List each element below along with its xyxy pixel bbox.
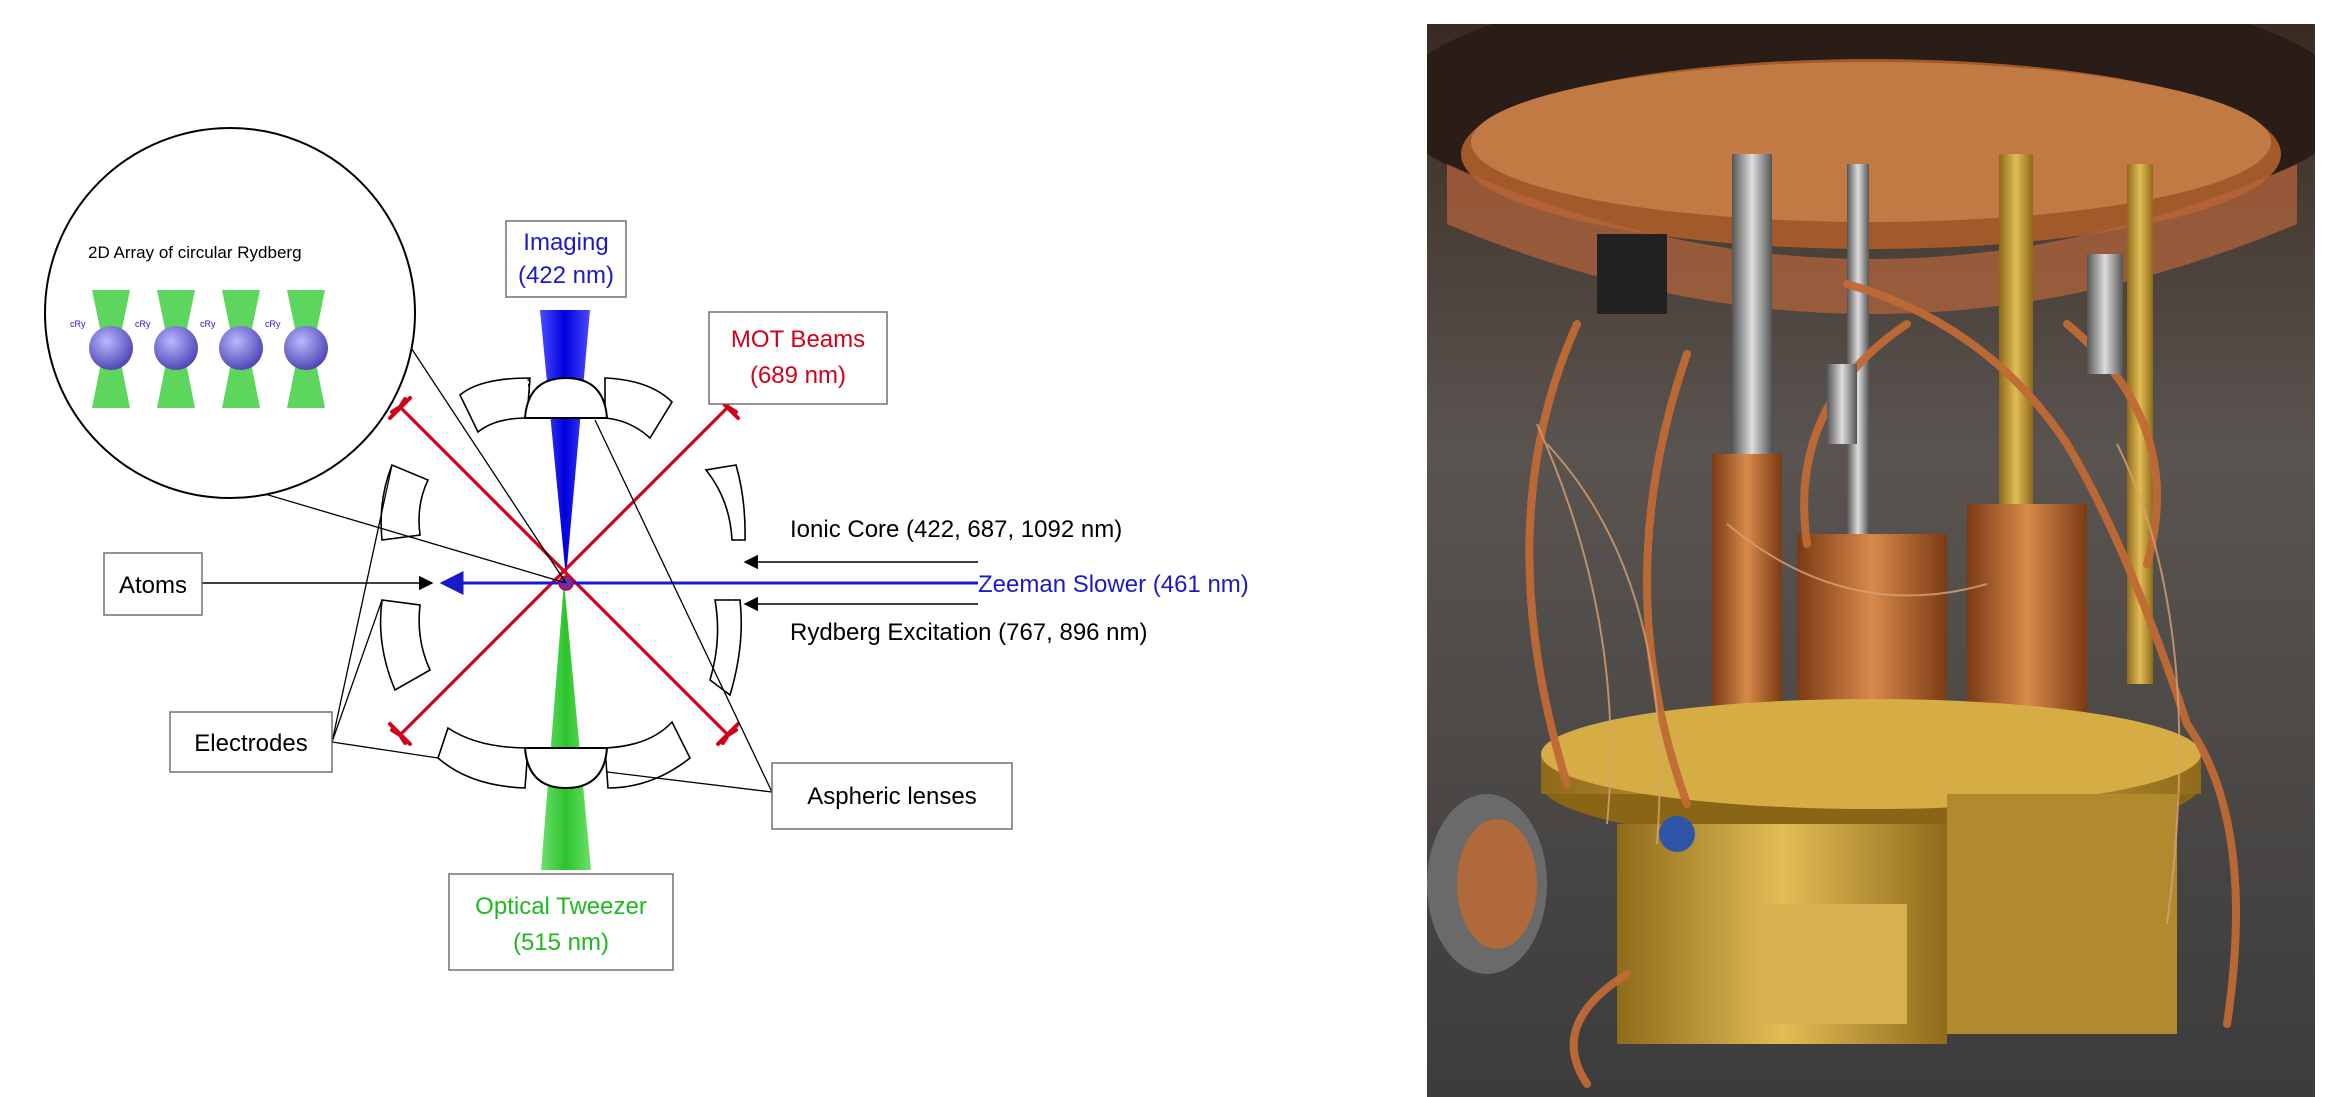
ionic-core-label: Ionic Core (422, 687, 1092 nm) bbox=[790, 516, 1122, 543]
electrode-top-right bbox=[604, 377, 674, 440]
imaging-label-1: Imaging bbox=[523, 229, 608, 256]
electrodes-box: Electrodes bbox=[169, 711, 333, 773]
tweezer-site-2: cRy bbox=[135, 290, 198, 408]
electrode-right-upper bbox=[704, 464, 746, 541]
svg-text:cRy: cRy bbox=[70, 319, 86, 329]
imaging-beam bbox=[540, 310, 590, 578]
zeeman-label: Zeeman Slower (461 nm) bbox=[978, 571, 1249, 598]
imaging-box: Imaging (422 nm) bbox=[505, 220, 627, 298]
mot-label-1: MOT Beams bbox=[731, 326, 865, 353]
aspheric-label: Aspheric lenses bbox=[807, 783, 976, 810]
imaging-label-2: (422 nm) bbox=[518, 262, 614, 289]
mot-beams bbox=[398, 405, 730, 737]
electrodes-label: Electrodes bbox=[194, 730, 307, 757]
svg-text:cRy: cRy bbox=[135, 319, 151, 329]
tweezer-site-4: cRy bbox=[265, 290, 328, 408]
rydberg-label: Rydberg Excitation (767, 896 nm) bbox=[790, 619, 1148, 646]
tweezer-label-1: Optical Tweezer bbox=[475, 893, 647, 920]
electrode-left-lower bbox=[379, 599, 432, 692]
electrode-right-lower bbox=[709, 599, 743, 697]
tweezer-site-3: cRy bbox=[200, 290, 263, 408]
tweezer-beam bbox=[541, 582, 591, 870]
electrodes-pointers bbox=[331, 464, 439, 759]
atoms-label: Atoms bbox=[119, 572, 187, 599]
atoms-box: Atoms bbox=[103, 552, 203, 616]
aspheric-lens-bottom bbox=[523, 747, 609, 790]
electrode-top-left bbox=[459, 377, 531, 434]
electrodes-ring bbox=[379, 377, 746, 789]
tweezer-label-2: (515 nm) bbox=[513, 929, 609, 956]
tweezer-box: Optical Tweezer (515 nm) bbox=[448, 873, 674, 971]
electrode-left-upper bbox=[380, 463, 430, 541]
svg-text:cRy: cRy bbox=[200, 319, 216, 329]
mot-label-2: (689 nm) bbox=[750, 362, 846, 389]
apparatus-photo bbox=[1427, 24, 2315, 1097]
aspheric-lens-top bbox=[523, 376, 609, 419]
aspheric-box: Aspheric lenses bbox=[771, 762, 1013, 830]
inset-array: cRy cRy cRy cRy 2D Array of circular Ryd… bbox=[44, 127, 416, 499]
svg-text:cRy: cRy bbox=[265, 319, 281, 329]
aspheric-pointers bbox=[594, 419, 773, 793]
mot-box: MOT Beams (689 nm) bbox=[708, 311, 888, 405]
schematic-diagram: cRy cRy cRy cRy 2D Array of circular Ryd… bbox=[44, 127, 1249, 971]
electrode-bottom-right bbox=[604, 720, 692, 789]
inset-title: 2D Array of circular Rydberg bbox=[88, 243, 302, 262]
tweezer-site-1: cRy bbox=[70, 290, 133, 408]
electrode-bottom-left bbox=[437, 726, 529, 789]
